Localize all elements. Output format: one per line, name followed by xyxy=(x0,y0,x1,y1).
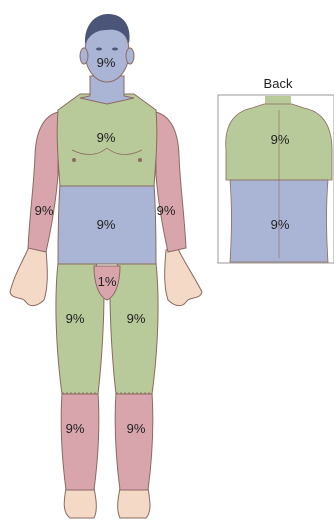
left-foot xyxy=(118,488,150,518)
label-right-arm: 9% xyxy=(35,203,54,218)
right-nipple xyxy=(72,158,76,162)
label-upper-back: 9% xyxy=(271,132,290,147)
back-inset: Back xyxy=(218,76,334,263)
label-chest: 9% xyxy=(97,130,116,145)
label-right-thigh: 9% xyxy=(66,311,85,326)
back-inset-title: Back xyxy=(264,76,293,91)
label-right-lower-leg: 9% xyxy=(66,421,85,436)
label-left-lower-leg: 9% xyxy=(127,421,146,436)
left-nipple xyxy=(138,158,142,162)
left-hand xyxy=(165,245,202,306)
left-lower-leg-region xyxy=(115,392,153,490)
left-arm-region xyxy=(156,112,186,252)
right-arm-region xyxy=(28,112,58,252)
right-hand xyxy=(10,245,47,306)
right-lower-leg-region xyxy=(61,392,99,490)
left-eye-icon xyxy=(112,48,118,51)
label-groin: 1% xyxy=(98,274,117,289)
right-eye-icon xyxy=(96,48,102,51)
label-lower-back: 9% xyxy=(271,217,290,232)
left-ear xyxy=(126,48,134,64)
label-abdomen: 9% xyxy=(97,217,116,232)
label-left-thigh: 9% xyxy=(127,311,146,326)
front-figure xyxy=(10,14,202,518)
label-head: 9% xyxy=(97,55,116,70)
right-ear xyxy=(80,48,88,64)
right-foot xyxy=(64,488,96,518)
label-left-arm: 9% xyxy=(157,203,176,218)
